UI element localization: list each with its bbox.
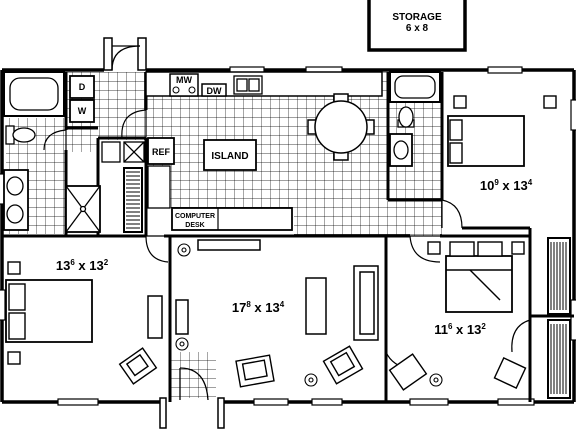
water-heater — [123, 141, 145, 163]
sink-right — [389, 133, 413, 167]
coffee-table — [305, 277, 327, 335]
windows — [0, 66, 576, 406]
washer: W — [69, 99, 95, 123]
refrigerator-label: REF — [152, 147, 171, 157]
computer-desk: COMPUTER DESK — [171, 207, 293, 231]
armchair-living-1 — [235, 354, 275, 388]
bed-top-right — [447, 95, 557, 167]
dining-table — [307, 93, 375, 161]
door-swings — [43, 109, 531, 371]
bed-left — [5, 261, 93, 365]
closet-right-bottom — [547, 319, 571, 399]
toilet-left — [5, 125, 36, 145]
pantry-counter — [147, 165, 171, 209]
dishwasher: DW — [201, 83, 227, 97]
desk-label-2: DESK — [185, 222, 204, 229]
chair-right-2 — [493, 357, 527, 389]
bed-right — [427, 241, 525, 313]
chair-left — [118, 347, 158, 385]
living-bench-top — [197, 239, 261, 251]
hall-hvac — [101, 141, 121, 163]
bathtub-right — [389, 71, 441, 103]
storage-room: STORAGE 6 x 8 — [367, 0, 467, 52]
desk-label-1: COMPUTER — [175, 213, 215, 220]
washer-label: W — [78, 106, 87, 116]
plants — [175, 243, 443, 387]
microwave-label: MW — [176, 75, 192, 85]
bathtub-left — [3, 71, 65, 117]
bedroom-top-right-dimensions: 109 x 134 — [480, 178, 533, 193]
bedroom-right-dimensions: 116 x 132 — [434, 322, 486, 337]
vanity-left — [3, 169, 29, 231]
entry-tile-floor — [170, 352, 216, 398]
chair-right — [388, 353, 428, 391]
back-entry-door[interactable] — [103, 37, 147, 71]
front-entry-door[interactable] — [159, 367, 225, 429]
kitchen-sink — [233, 75, 263, 95]
storage-label: STORAGE — [392, 12, 442, 23]
kitchen-island: ISLAND — [203, 139, 257, 171]
tv-stand — [175, 299, 189, 335]
dryer-label: D — [79, 82, 86, 92]
dryer: D — [69, 75, 95, 99]
microwave-range: MW — [169, 73, 199, 97]
living-room-dimensions: 178 x 134 — [232, 300, 285, 315]
bedroom-left-dimensions: 136 x 132 — [56, 258, 109, 273]
sofa — [353, 265, 379, 341]
dresser-left — [147, 295, 163, 339]
closet-hall — [123, 167, 143, 233]
closet-right-top — [547, 237, 571, 315]
dishwasher-label: DW — [207, 86, 222, 96]
toilet-right — [397, 106, 415, 128]
shower — [65, 185, 101, 233]
armchair-living-2 — [322, 345, 364, 385]
storage-size: 6 x 8 — [406, 23, 429, 34]
refrigerator: REF — [147, 137, 175, 165]
island-label: ISLAND — [211, 151, 248, 162]
